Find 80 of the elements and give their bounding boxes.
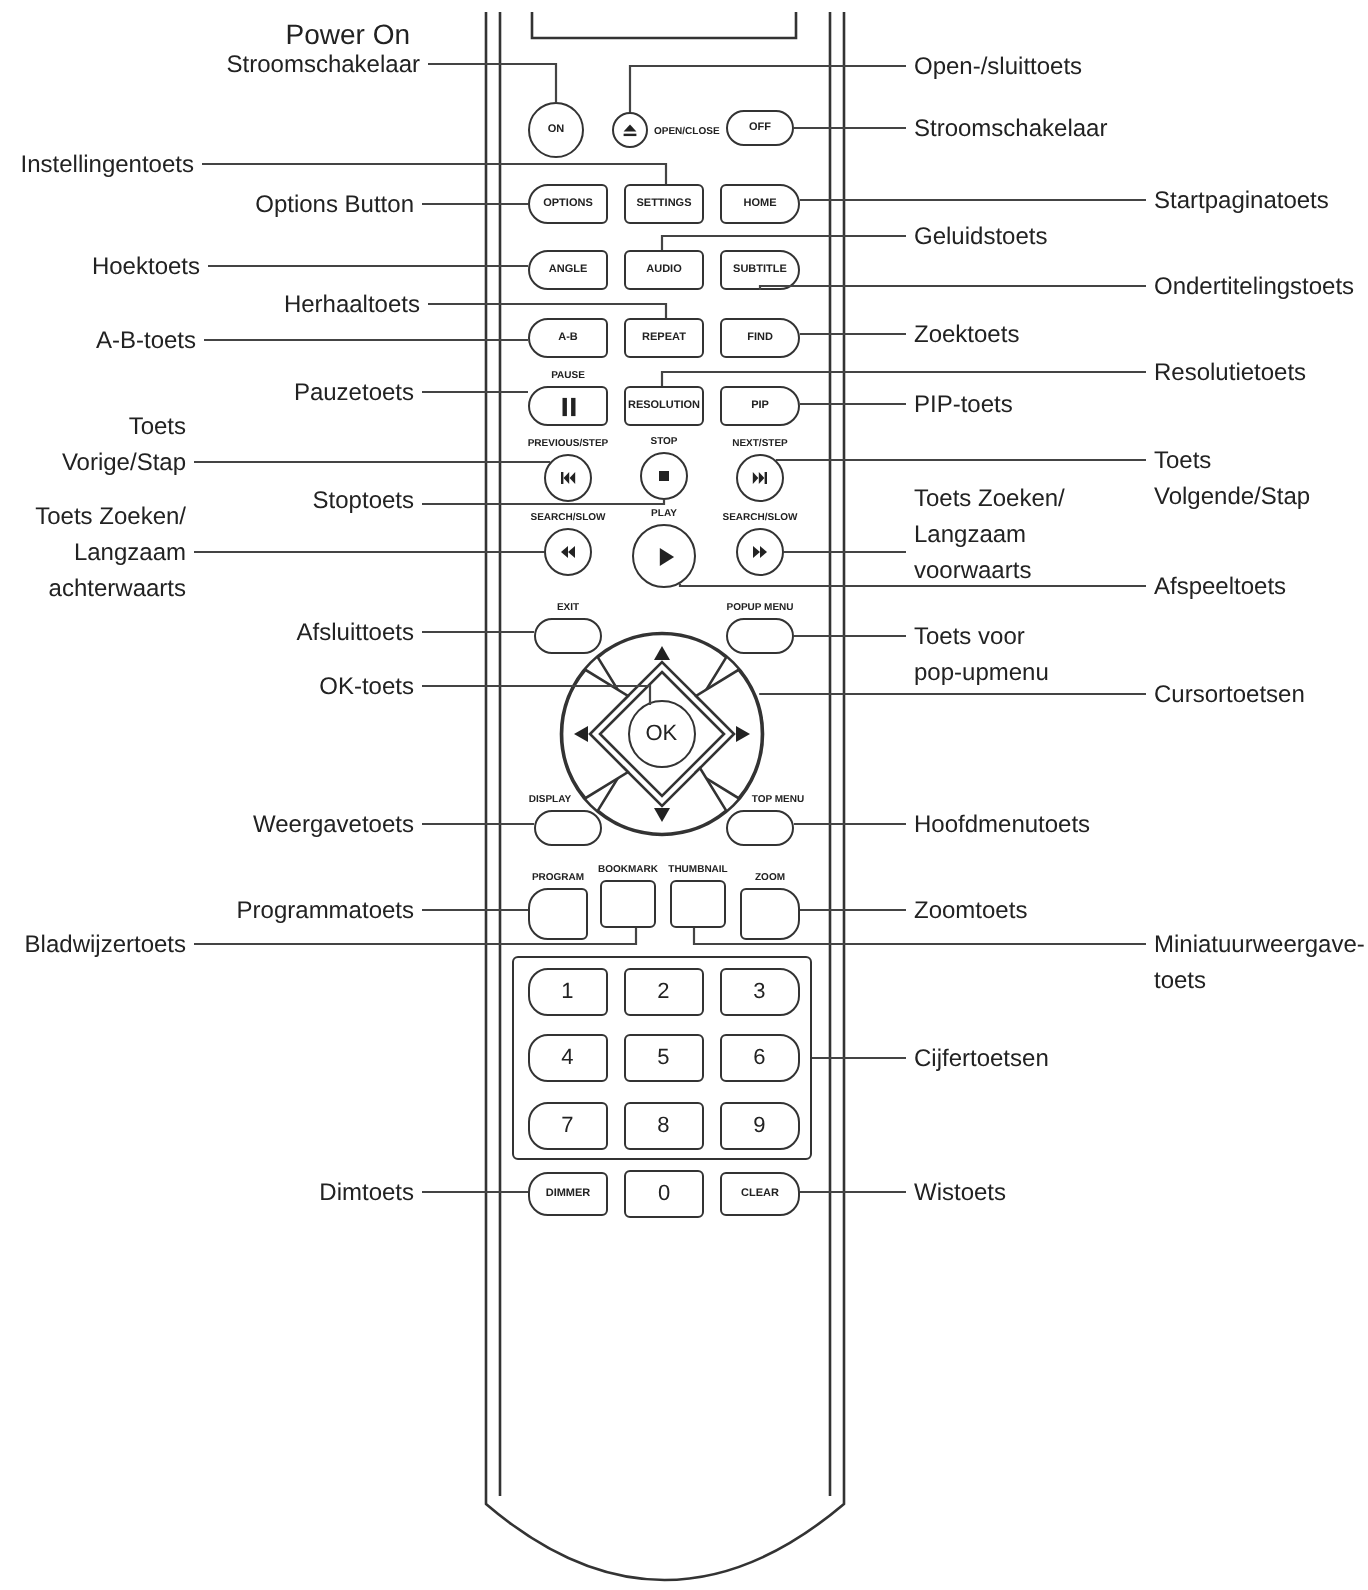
- heading-label: Power On: [285, 16, 410, 52]
- leader-line: [628, 64, 906, 112]
- callout-label: Weergavetoets: [253, 806, 414, 842]
- callout-label: Toets Volgende/Stap: [1154, 442, 1354, 514]
- leader-line: [759, 692, 1146, 696]
- leader-line: [422, 390, 528, 394]
- callout-label: Wistoets: [914, 1174, 1007, 1210]
- callout-label: Stroomschakelaar: [914, 110, 1108, 146]
- callout-label: Geluidstoets: [914, 218, 1048, 254]
- leader-line: [202, 162, 668, 184]
- leader-line: [800, 332, 906, 336]
- leader-line: [800, 402, 906, 406]
- callout-label: Stroomschakelaar: [226, 46, 420, 82]
- callout-label: Toets Vorige/Stap: [26, 408, 186, 480]
- leader-line: [422, 684, 652, 705]
- callout-label: Miniatuurweergave- toets: [1154, 926, 1368, 998]
- callout-label: OK-toets: [319, 668, 414, 704]
- leader-line: [678, 582, 1146, 588]
- leader-line: [758, 284, 1146, 291]
- remote-button: 1: [527, 967, 608, 1016]
- remote-button: 8: [623, 1101, 704, 1150]
- remote-button: 4: [527, 1033, 608, 1082]
- callout-label: Zoektoets: [914, 316, 1020, 352]
- remote-button: 9: [719, 1101, 800, 1150]
- leader-line: [422, 908, 528, 912]
- callout-label: Herhaaltoets: [283, 286, 420, 322]
- callout-label: Toets Zoeken/ Langzaam achterwaarts: [10, 498, 186, 606]
- leader-line: [660, 234, 906, 250]
- remote-button: 7: [527, 1101, 608, 1150]
- leader-line: [800, 1190, 906, 1194]
- leader-line: [194, 460, 551, 464]
- leader-line: [800, 908, 906, 912]
- remote-button: 0: [624, 1170, 704, 1218]
- number-pad-frame: [512, 956, 812, 1160]
- callout-label: Hoektoets: [91, 248, 200, 284]
- leader-line: [422, 630, 534, 634]
- callout-label: Pauzetoets: [293, 374, 414, 410]
- callout-label: Ondertitelingstoets: [1154, 268, 1355, 304]
- leader-line: [812, 1056, 906, 1060]
- callout-label: Resolutietoets: [1154, 354, 1307, 390]
- leader-line: [208, 264, 528, 268]
- callout-label: Startpaginatoets: [1154, 182, 1329, 218]
- leader-line: [800, 198, 1146, 202]
- leader-line: [422, 822, 534, 826]
- callout-label: Zoomtoets: [914, 892, 1028, 928]
- callout-label: Bladwijzertoets: [24, 926, 186, 962]
- callout-label: Dimtoets: [319, 1174, 414, 1210]
- leader-line: [194, 550, 544, 554]
- leader-line: [794, 126, 906, 130]
- leader-line: [794, 634, 906, 638]
- leader-line: [692, 928, 1146, 946]
- callout-label: Hoofdmenutoets: [914, 806, 1091, 842]
- leader-line: [194, 928, 638, 946]
- callout-label: A-B-toets: [95, 322, 196, 358]
- leader-line: [784, 550, 906, 554]
- remote-button: 6: [719, 1033, 800, 1082]
- callout-label: Stoptoets: [312, 482, 414, 518]
- leader-line: [428, 62, 558, 102]
- callout-label: Cijfertoetsen: [914, 1040, 1049, 1076]
- callout-label: Options Button: [255, 186, 414, 222]
- leader-line: [794, 822, 906, 826]
- leader-line: [660, 370, 1146, 386]
- callout-label: Afsluittoets: [296, 614, 414, 650]
- leader-line: [422, 500, 666, 506]
- callout-label: Afspeeltoets: [1154, 568, 1287, 604]
- leader-line: [422, 202, 528, 206]
- callout-label: Cursortoetsen: [1154, 676, 1305, 712]
- leader-line: [775, 458, 1146, 462]
- leader-line: [422, 1190, 528, 1194]
- callout-label: Open-/sluittoets: [914, 48, 1083, 84]
- callout-label: Instellingentoets: [20, 146, 194, 182]
- remote-button: 2: [623, 967, 704, 1016]
- callout-label: Toets voor pop-upmenu: [914, 618, 1074, 690]
- remote-button: 3: [719, 967, 800, 1016]
- callout-label: Programmatoets: [236, 892, 414, 928]
- callout-label: Toets Zoeken/ Langzaam voorwaarts: [914, 480, 1094, 588]
- leader-line: [204, 338, 528, 342]
- remote-button: 5: [623, 1033, 704, 1082]
- leader-line: [428, 302, 668, 318]
- callout-label: PIP-toets: [914, 386, 1013, 422]
